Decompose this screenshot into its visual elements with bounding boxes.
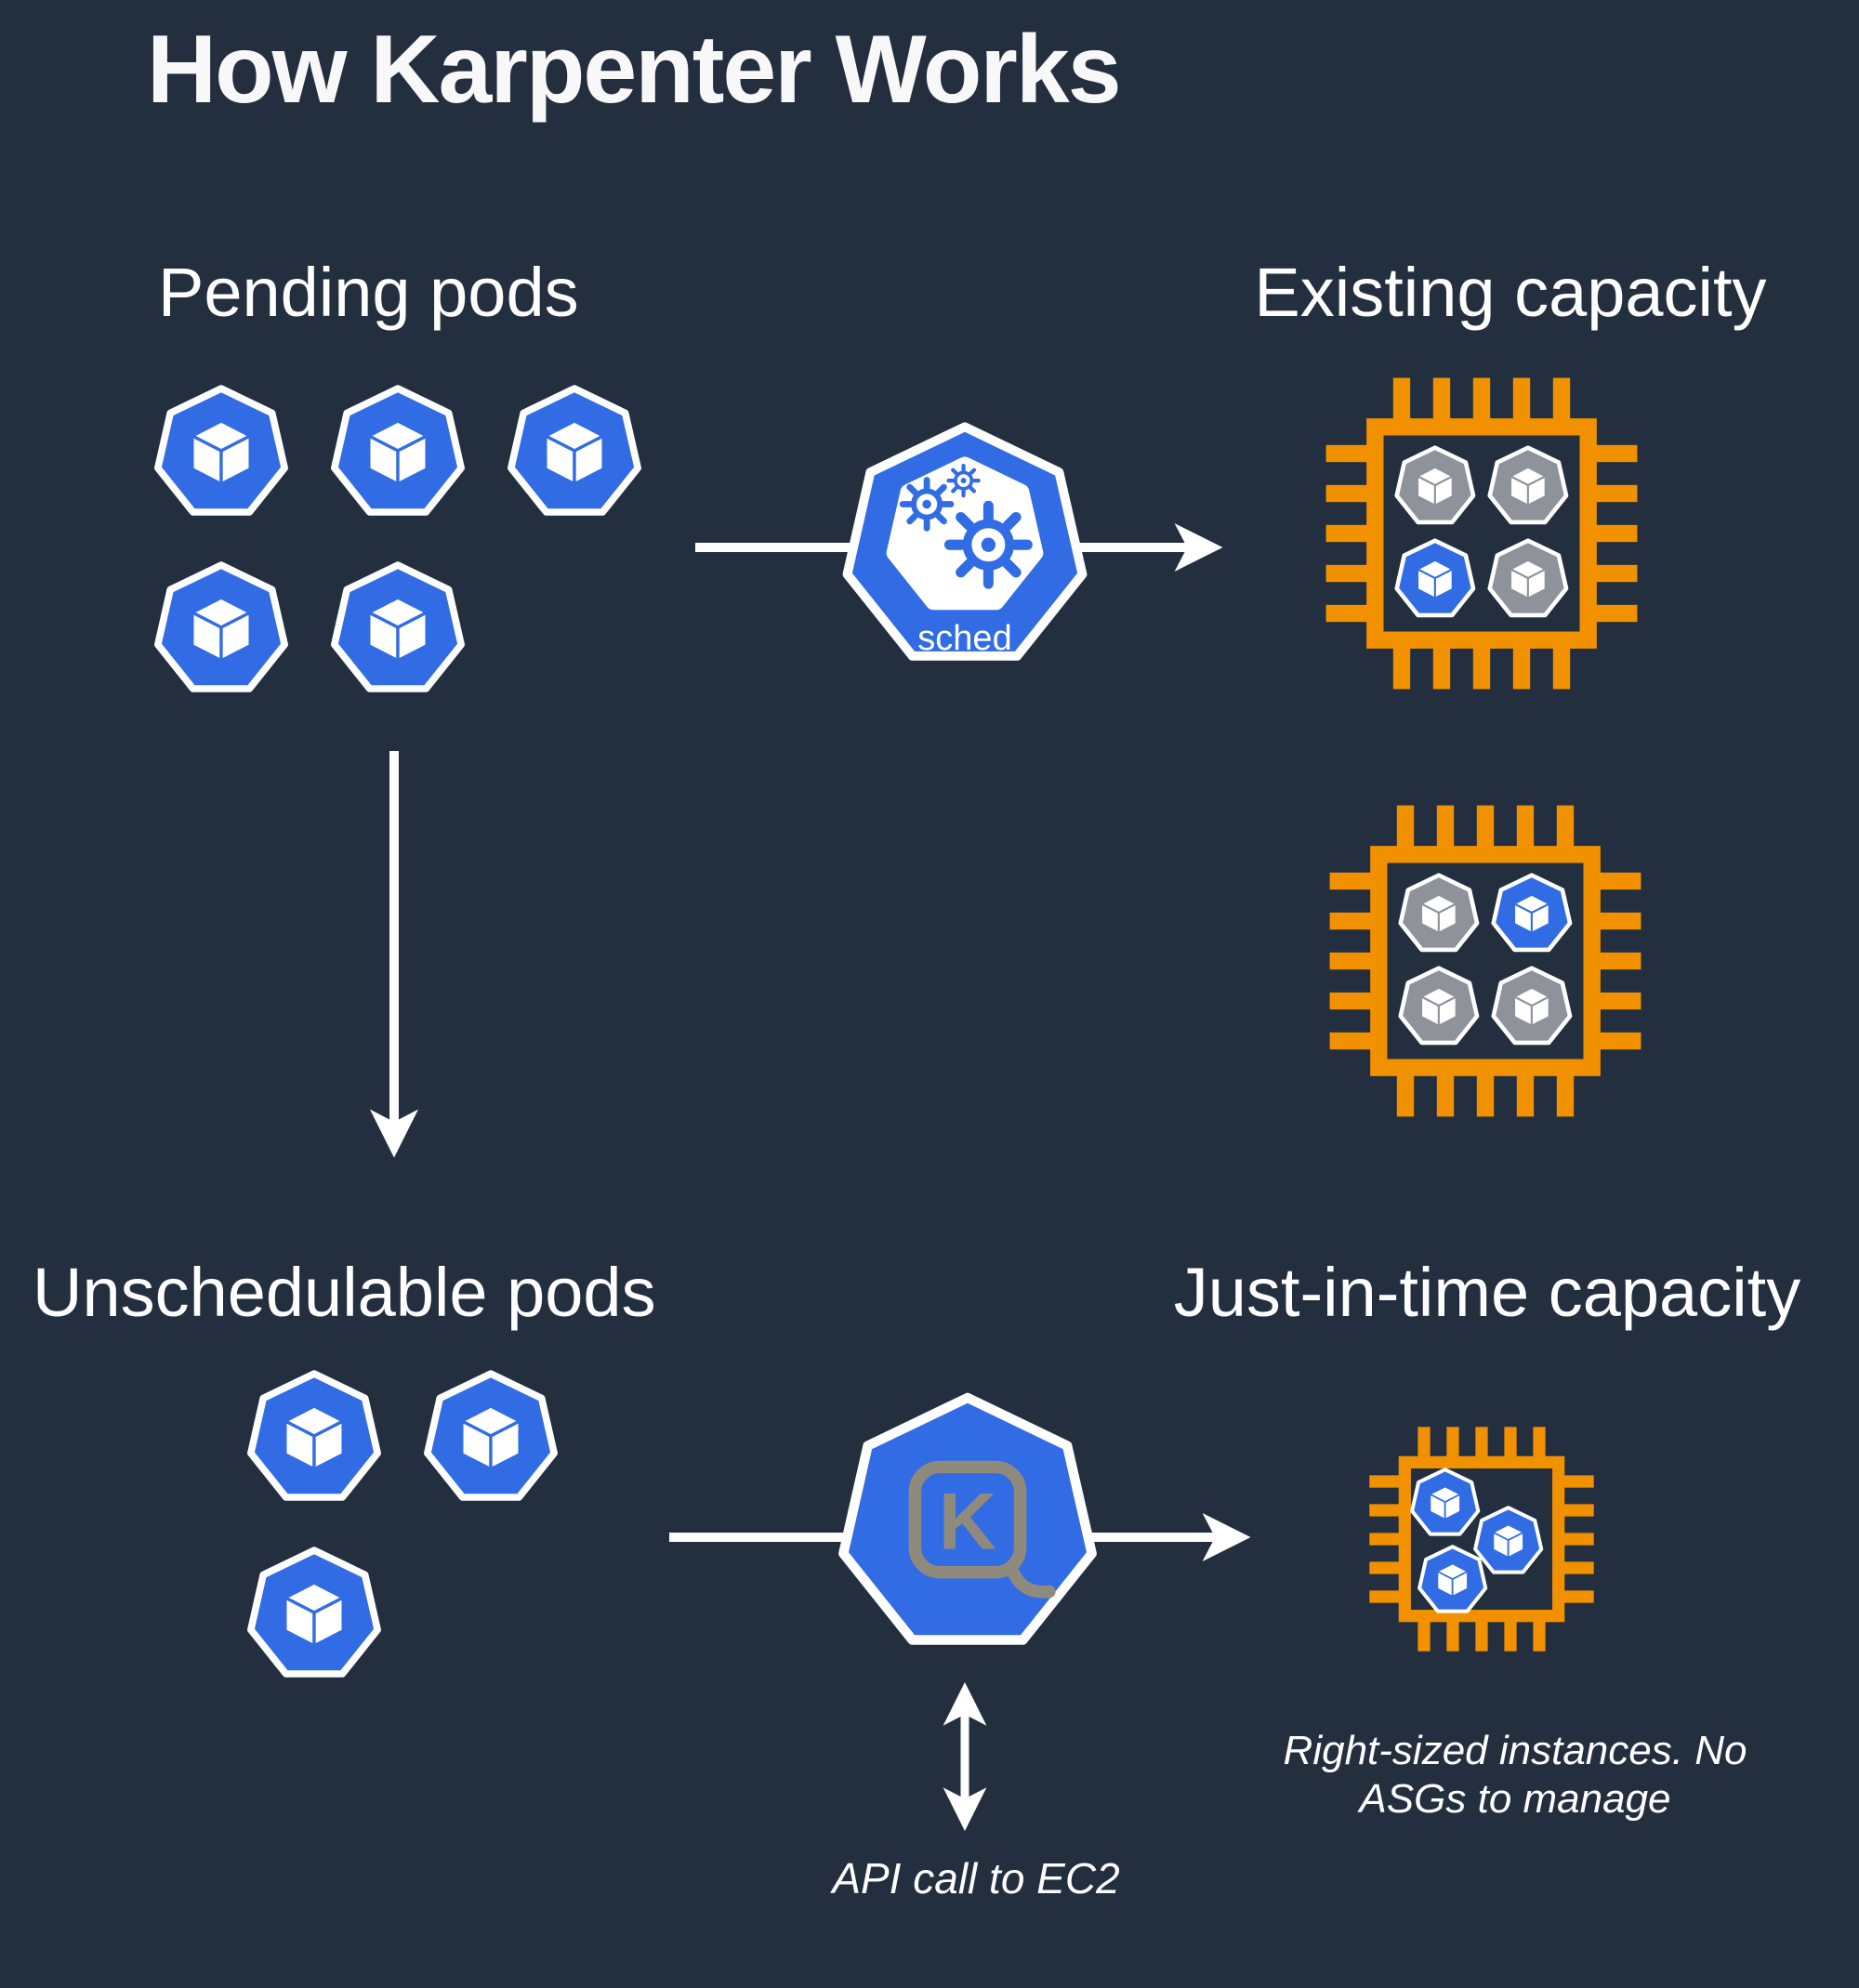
blue-pod-icon — [327, 560, 468, 701]
blue-pod-icon — [244, 1545, 385, 1686]
scheduler-gears — [886, 456, 1044, 611]
right-sized-caption: Right-sized instances. No ASGs to manage — [1283, 1728, 1747, 1822]
karpenter-tape-badge — [908, 1460, 1056, 1599]
scheduler-label: sched — [917, 619, 1012, 658]
gear-icon — [949, 466, 979, 495]
karpenter-heptagon — [838, 1392, 1097, 1645]
blue-pod-icon — [151, 560, 292, 701]
gear-icon — [949, 506, 1027, 584]
unschedulable-pods-group — [244, 1368, 569, 1686]
blue-pod-icon — [327, 383, 468, 524]
gray-pod-icon — [1485, 444, 1571, 530]
blue-pod-icon — [151, 383, 292, 524]
chip-pod-grid — [1389, 441, 1575, 626]
blue-pod-icon — [1392, 537, 1478, 623]
blue-pod-icon — [1489, 872, 1575, 957]
unschedulable-pods-label: Unschedulable pods — [33, 1254, 656, 1331]
gray-pod-icon — [1396, 872, 1482, 957]
gear-icon — [903, 481, 951, 529]
api-call-label: API call to EC2 — [832, 1854, 1120, 1902]
gray-pod-icon — [1485, 537, 1571, 623]
karpenter-icon: K — [838, 1392, 1097, 1645]
chip-pod-grid — [1392, 868, 1578, 1054]
existing-node-chip-1 — [1322, 374, 1641, 693]
blue-pod-icon — [420, 1368, 561, 1509]
blue-pod-icon — [1416, 1544, 1489, 1617]
jit-capacity-label: Just-in-time capacity — [1173, 1254, 1801, 1331]
arrow-pending-to-unschedulable — [370, 751, 418, 1158]
pending-pods-label: Pending pods — [158, 254, 579, 331]
jit-node-chip — [1366, 1424, 1597, 1654]
blue-pod-icon — [504, 383, 645, 524]
kube-scheduler-icon: sched — [842, 422, 1088, 661]
existing-node-chip-2 — [1325, 801, 1645, 1121]
diagram-title: How Karpenter Works — [147, 16, 1122, 124]
gray-pod-icon — [1489, 965, 1575, 1050]
existing-capacity-label: Existing capacity — [1254, 254, 1767, 331]
pending-pods-group — [151, 383, 653, 701]
blue-pod-icon — [244, 1368, 385, 1509]
chip-pod-cluster — [1408, 1466, 1556, 1613]
arrow-api-call — [943, 1681, 987, 1832]
gray-pod-icon — [1392, 444, 1478, 530]
karpenter-letter: K — [939, 1477, 996, 1566]
gray-pod-icon — [1396, 965, 1482, 1050]
